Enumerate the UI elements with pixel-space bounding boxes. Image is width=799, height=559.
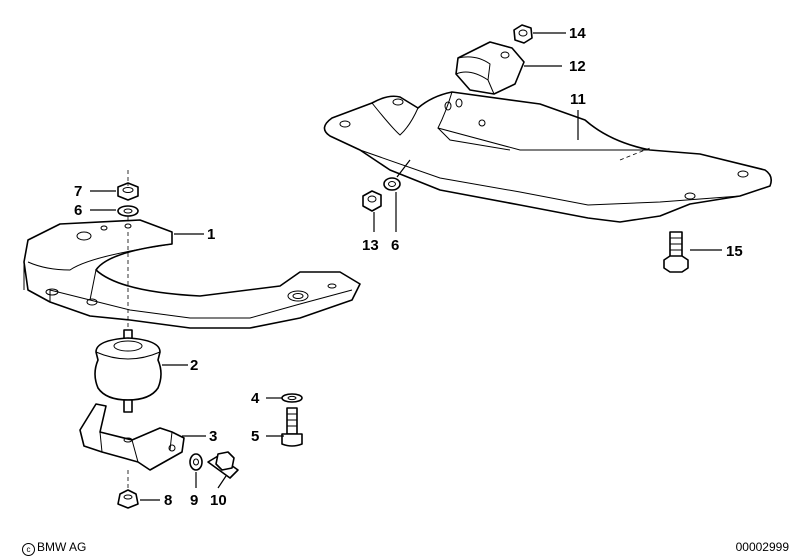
rubber-mount-part-2[interactable] [94,329,162,413]
nut-part-7[interactable] [117,182,139,201]
callout-2: 2 [190,357,198,374]
bracket-part-12[interactable] [455,41,525,95]
nut-part-14[interactable] [513,24,533,44]
washer-part-4[interactable] [281,393,303,403]
flange-nut-part-8[interactable] [117,489,139,509]
callout-13: 13 [362,237,379,254]
callout-12: 12 [569,58,586,75]
nut-part-13[interactable] [362,190,382,212]
bolt-part-5[interactable] [281,407,303,447]
copyright-icon: c [22,543,35,556]
callout-6-left: 6 [74,202,82,219]
washer-part-6-left[interactable] [117,205,139,217]
washer-part-6-right[interactable] [383,177,401,191]
callout-14: 14 [569,25,586,42]
copyright-owner: BMW AG [37,540,87,554]
callout-7: 7 [74,183,82,200]
callout-10: 10 [210,492,227,509]
callout-labels: 1 2 3 4 5 6 7 8 9 10 11 12 13 6 14 15 [74,25,743,509]
callout-15: 15 [726,243,743,260]
callout-5: 5 [251,428,259,445]
callout-6-right: 6 [391,237,399,254]
callout-8: 8 [164,492,172,509]
bolt-part-15[interactable] [663,231,689,273]
diagram-id: 00002999 [735,540,789,554]
crossmember-part-11[interactable] [323,91,772,223]
washer-part-9[interactable] [189,453,203,471]
support-bracket-part-1[interactable] [23,219,361,329]
bolt-part-10[interactable] [207,451,239,479]
callout-1: 1 [207,226,215,243]
leader-lines [90,32,722,501]
callout-11: 11 [570,91,586,108]
callout-9: 9 [190,492,198,509]
callout-3: 3 [209,428,217,445]
lower-bracket-part-3[interactable] [79,403,185,471]
callout-4: 4 [251,390,260,407]
